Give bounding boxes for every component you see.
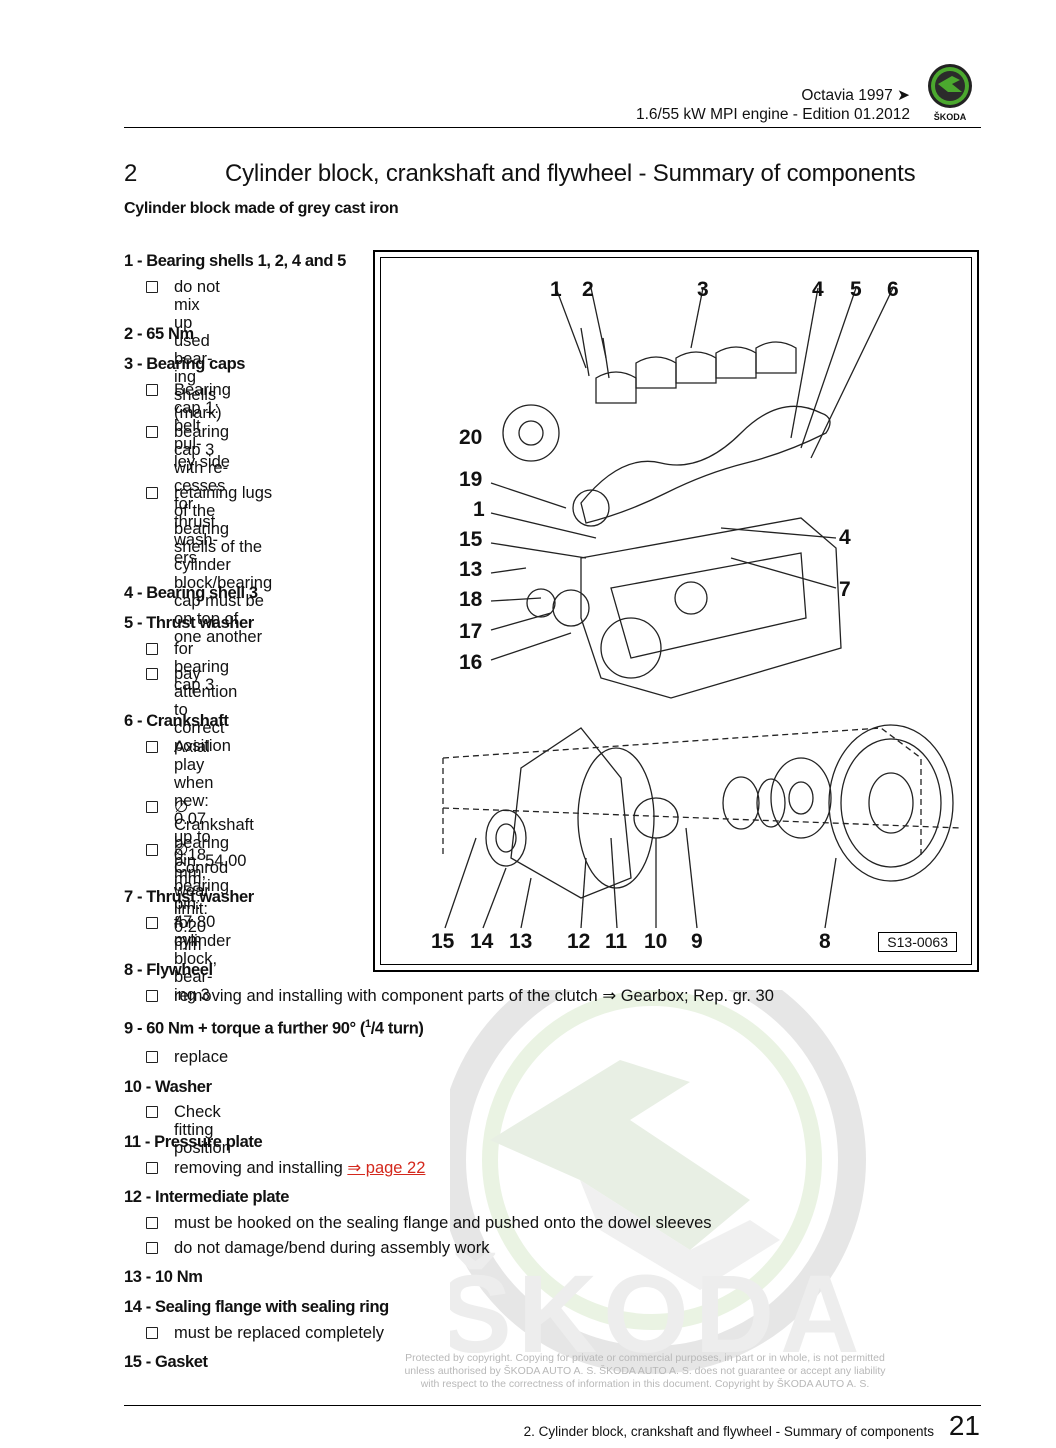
item-1-label: 1 - Bearing shells 1, 2, 4 and 5 [124, 252, 346, 270]
copyright-notice: Protected by copyright. Copying for priv… [404, 1352, 886, 1390]
checkbox-icon [146, 1327, 158, 1339]
checkbox-icon [146, 844, 158, 856]
callout-14: 14 [470, 930, 494, 953]
item-12-label: 12 - Intermediate plate [124, 1188, 290, 1206]
callout-10: 10 [644, 930, 668, 953]
page-22-link[interactable]: ⇒ page 22 [347, 1159, 426, 1177]
chapter-subtitle: Cylinder block made of grey cast iron [124, 200, 399, 217]
callout-15-bottom: 15 [431, 930, 455, 953]
checkbox-icon [146, 1106, 158, 1118]
header-engine: 1.6/55 kW MPI engine - Edition 01.2012 [636, 106, 910, 123]
skoda-watermark: ŠKODA [438, 946, 1010, 1410]
checkbox-icon [146, 281, 158, 293]
checkbox-icon [146, 917, 158, 929]
footer-section: 2. Cylinder block, crankshaft and flywhe… [523, 1424, 934, 1439]
chapter-number: 2 [124, 160, 138, 187]
checkbox-icon [146, 643, 158, 655]
callout-1: 1 [550, 278, 562, 301]
item-14-label: 14 - Sealing flange with sealing ring [124, 1298, 389, 1316]
callout-3: 3 [697, 278, 709, 301]
callout-13-left: 13 [459, 558, 483, 581]
checkbox-icon [146, 1162, 158, 1174]
callout-1-left: 1 [473, 498, 485, 521]
item-9-label: 9 - 60 Nm + torque a further 90° (1/4 tu… [124, 1018, 424, 1038]
item-3-label: 3 - Bearing caps [124, 355, 246, 373]
chapter-title: Cylinder block, crankshaft and flywheel … [225, 160, 916, 187]
callout-4-right: 4 [839, 526, 851, 549]
item-13-label: 13 - 10 Nm [124, 1268, 203, 1286]
figure-code: S13-0063 [878, 932, 957, 952]
checkbox-icon [146, 487, 158, 499]
header-brand: ŠKODA [934, 111, 967, 122]
checkbox-icon [146, 668, 158, 680]
callout-18: 18 [459, 588, 483, 611]
callout-13-bottom: 13 [509, 930, 533, 953]
item-6-label: 6 - Crankshaft [124, 712, 229, 730]
callout-8: 8 [819, 930, 831, 953]
engine-block-drawing [442, 287, 962, 929]
callout-9: 9 [691, 930, 703, 953]
item-15-label: 15 - Gasket [124, 1353, 208, 1371]
figure-frame: 1 2 3 4 5 6 20 19 1 15 13 18 17 16 4 7 1… [380, 257, 972, 965]
callout-5: 5 [850, 278, 862, 301]
item-5-label: 5 - Thrust washer [124, 614, 254, 632]
checkbox-icon [146, 426, 158, 438]
callout-15-left: 15 [459, 528, 483, 551]
header-rule [124, 127, 981, 128]
item-11-label: 11 - Pressure plate [124, 1133, 263, 1151]
checkbox-icon [146, 990, 158, 1002]
item-8-label: 8 - Flywheel [124, 961, 213, 979]
header-model: Octavia 1997 ➤ [801, 87, 910, 104]
checkbox-icon [146, 1051, 158, 1063]
checkbox-icon [146, 1242, 158, 1254]
item-7-label: 7 - Thrust washer [124, 888, 254, 906]
callout-7: 7 [839, 578, 851, 601]
callout-11: 11 [605, 930, 628, 953]
item-10-label: 10 - Washer [124, 1078, 212, 1096]
callout-17: 17 [459, 620, 483, 643]
exploded-view-figure: 1 2 3 4 5 6 20 19 1 15 13 18 17 16 4 7 1… [373, 250, 979, 972]
callout-2: 2 [582, 278, 594, 301]
callout-4: 4 [812, 278, 824, 301]
skoda-logo: ŠKODA [922, 62, 978, 124]
callout-6: 6 [887, 278, 899, 301]
checkbox-icon [146, 801, 158, 813]
callout-20: 20 [459, 426, 483, 449]
checkbox-icon [146, 384, 158, 396]
footer-rule [124, 1405, 981, 1406]
callout-16: 16 [459, 651, 483, 674]
checkbox-icon [146, 1217, 158, 1229]
item-4-label: 4 - Bearing shell 3 [124, 584, 258, 602]
callout-19: 19 [459, 468, 483, 491]
callout-12: 12 [567, 930, 591, 953]
checkbox-icon [146, 741, 158, 753]
item-2-label: 2 - 65 Nm [124, 325, 194, 343]
page-number: 21 [948, 1410, 980, 1441]
